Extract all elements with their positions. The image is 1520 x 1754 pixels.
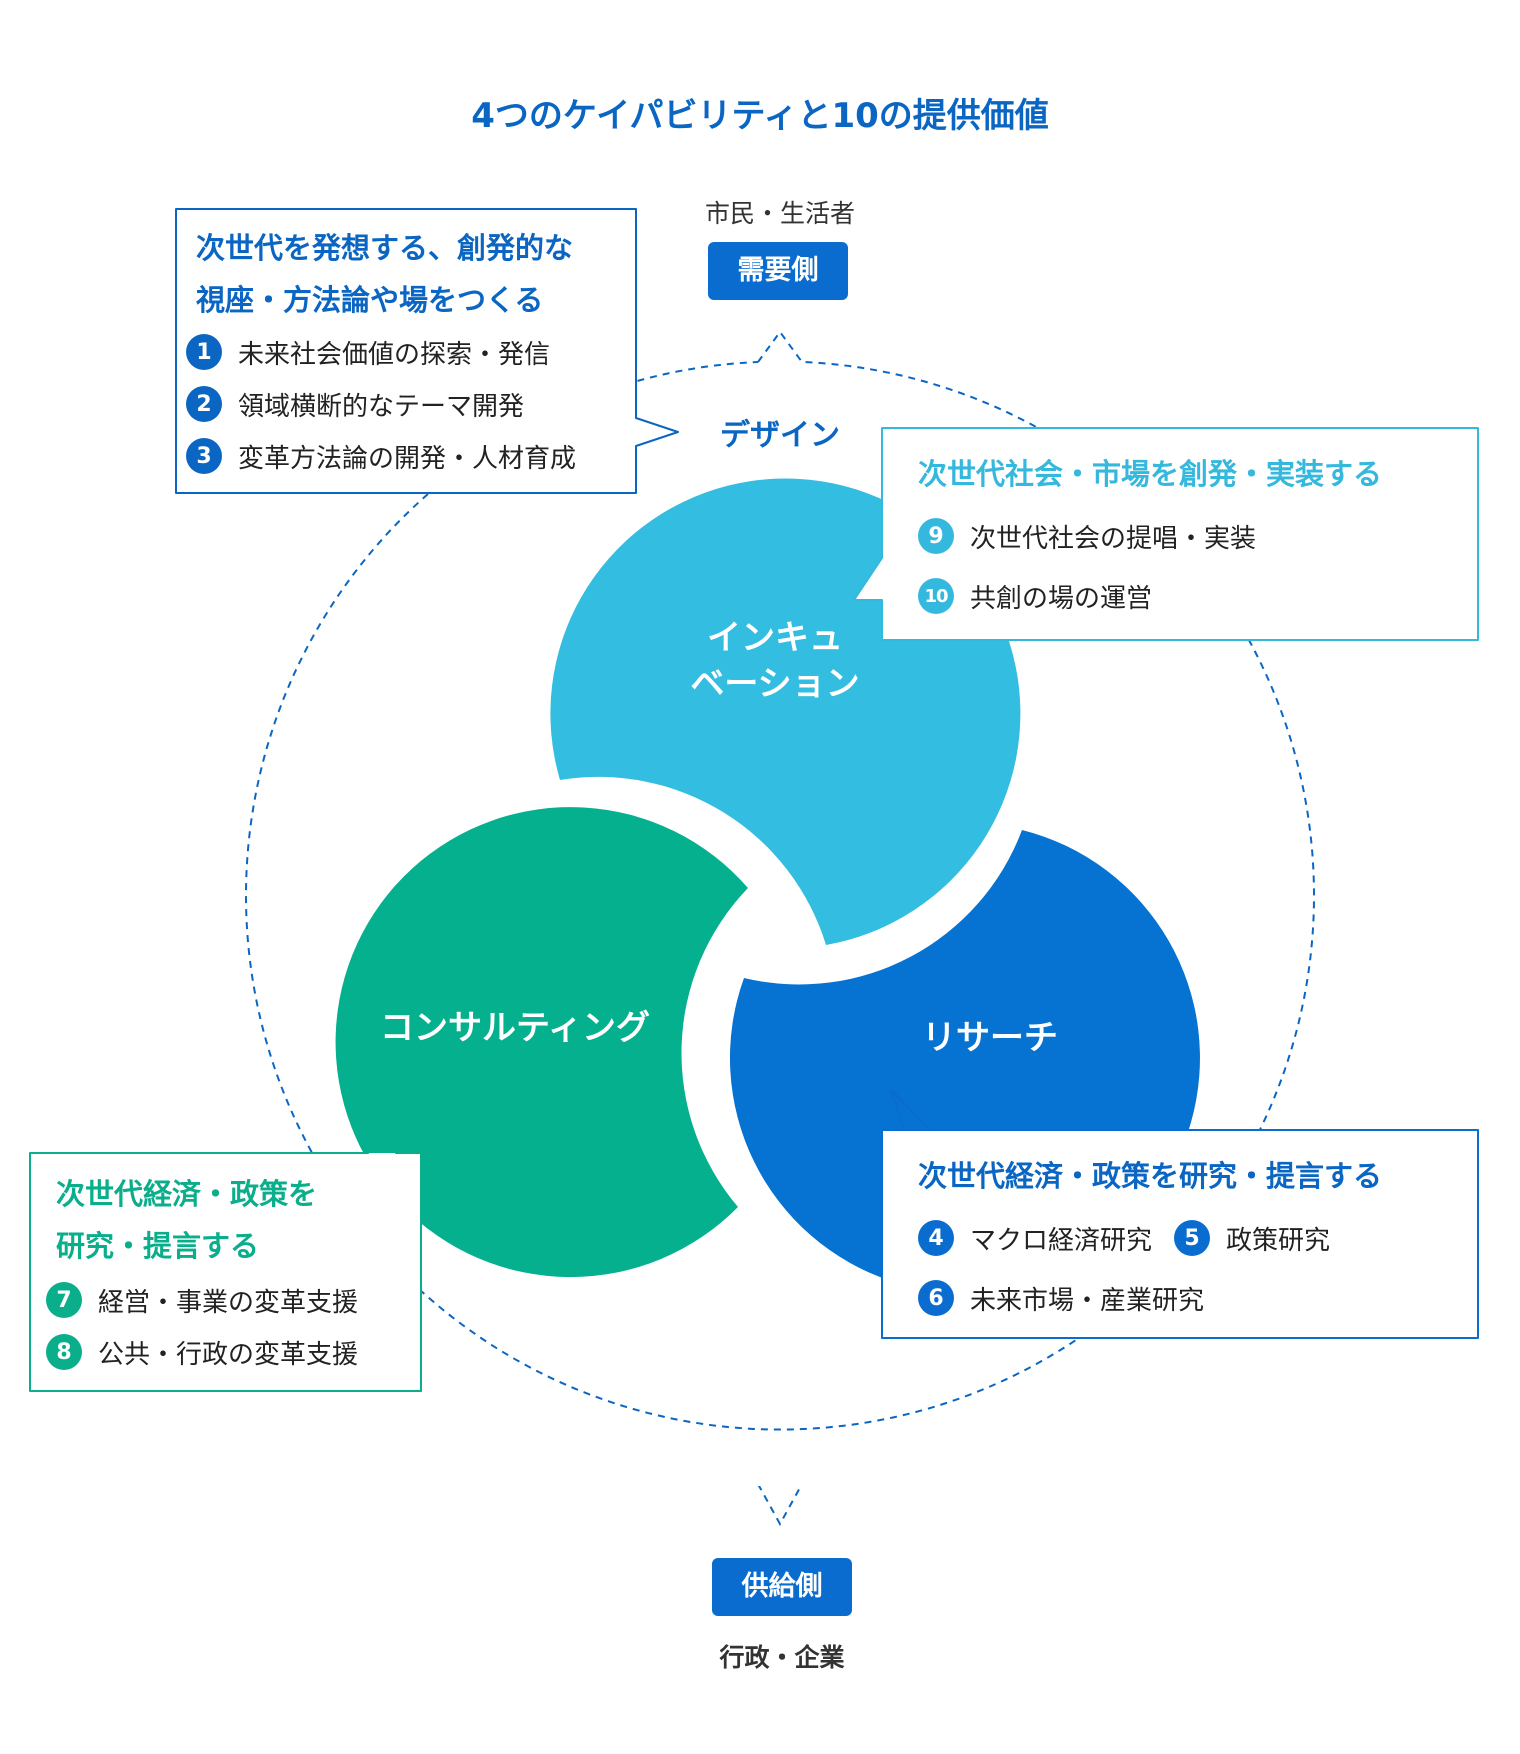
design-callout: 次世代を発想する、創発的な 視座・方法論や場をつくる 1 未来社会価値の探索・発… — [186, 222, 626, 482]
list-item-row: 4 マクロ経済研究 5 政策研究 — [918, 1208, 1458, 1268]
item-text: 政策研究 — [1226, 1225, 1331, 1256]
item-text: 未来市場・産業研究 — [970, 1285, 1205, 1316]
list-item: 8 公共・行政の変革支援 — [46, 1326, 416, 1378]
list-item: 7 経営・事業の変革支援 — [46, 1274, 416, 1326]
consulting-callout: 次世代経済・政策を 研究・提言する 7 経営・事業の変革支援 8 公共・行政の変… — [46, 1168, 416, 1378]
supply-sublabel: 行政・企業 — [719, 1643, 845, 1672]
research-callout-title: 次世代経済・政策を研究・提言する — [918, 1159, 1383, 1193]
number-badge: 5 — [1174, 1220, 1211, 1256]
design-callout-title-line1: 次世代を発想する、創発的な — [196, 231, 574, 265]
list-item: 2 領域横断的なテーマ開発 — [186, 378, 626, 430]
list-item: 1 未来社会価値の探索・発信 — [186, 326, 626, 378]
incubation-callout: 次世代社会・市場を創発・実装する 9 次世代社会の提唱・実装 10 共創の場の運… — [918, 448, 1458, 626]
list-item: 6 未来市場・産業研究 — [918, 1268, 1458, 1328]
item-text: 未来社会価値の探索・発信 — [238, 339, 551, 370]
number-badge: 3 — [186, 438, 222, 474]
consulting-callout-title-line1: 次世代経済・政策を — [56, 1177, 318, 1211]
number-badge: 7 — [46, 1282, 82, 1318]
research-label: リサーチ — [922, 1018, 1058, 1058]
list-item: 3 変革方法論の開発・人材育成 — [186, 430, 626, 482]
design-ring-label: デザイン — [720, 418, 840, 453]
list-item: 9 次世代社会の提唱・実装 — [918, 506, 1458, 566]
number-badge: 6 — [918, 1280, 954, 1316]
item-text: 領域横断的なテーマ開発 — [238, 391, 525, 422]
item-text: 次世代社会の提唱・実装 — [970, 523, 1257, 554]
demand-sublabel: 市民・生活者 — [704, 199, 855, 228]
item-text: 変革方法論の開発・人材育成 — [238, 443, 577, 474]
incubation-label-line1: インキュ — [707, 618, 843, 658]
design-callout-border — [175, 208, 679, 494]
number-badge: 9 — [918, 518, 954, 554]
incubation-callout-border — [853, 427, 1479, 641]
demand-side-badge: 需要側 — [708, 242, 848, 300]
design-ring-bottom-notch — [757, 1483, 803, 1527]
supply-side-badge: 供給側 — [712, 1558, 852, 1616]
number-badge: 4 — [918, 1220, 954, 1256]
number-badge: 2 — [186, 386, 222, 422]
item-text: 共創の場の運営 — [970, 583, 1153, 614]
item-text: マクロ経済研究 — [970, 1225, 1153, 1256]
design-ring — [245, 330, 1315, 1431]
list-item: 10 共創の場の運営 — [918, 566, 1458, 626]
diagram-title: 4つのケイパビリティと10の提供価値 — [471, 96, 1049, 136]
consulting-label: コンサルティング — [380, 1008, 650, 1048]
design-callout-title-line2: 視座・方法論や場をつくる — [196, 283, 544, 317]
number-badge: 1 — [186, 334, 222, 370]
incubation-label: インキュ ベーション — [660, 615, 890, 707]
research-callout: 次世代経済・政策を研究・提言する 4 マクロ経済研究 5 政策研究 6 未来市場… — [918, 1150, 1458, 1328]
number-badge: 10 — [918, 578, 954, 614]
item-text: 公共・行政の変革支援 — [98, 1339, 359, 1370]
item-text: 経営・事業の変革支援 — [98, 1287, 359, 1318]
consulting-blob — [335, 807, 748, 1278]
consulting-callout-title-line2: 研究・提言する — [56, 1229, 260, 1263]
number-badge: 8 — [46, 1334, 82, 1370]
incubation-label-line2: ベーション — [690, 664, 860, 704]
incubation-callout-title: 次世代社会・市場を創発・実装する — [918, 457, 1383, 491]
